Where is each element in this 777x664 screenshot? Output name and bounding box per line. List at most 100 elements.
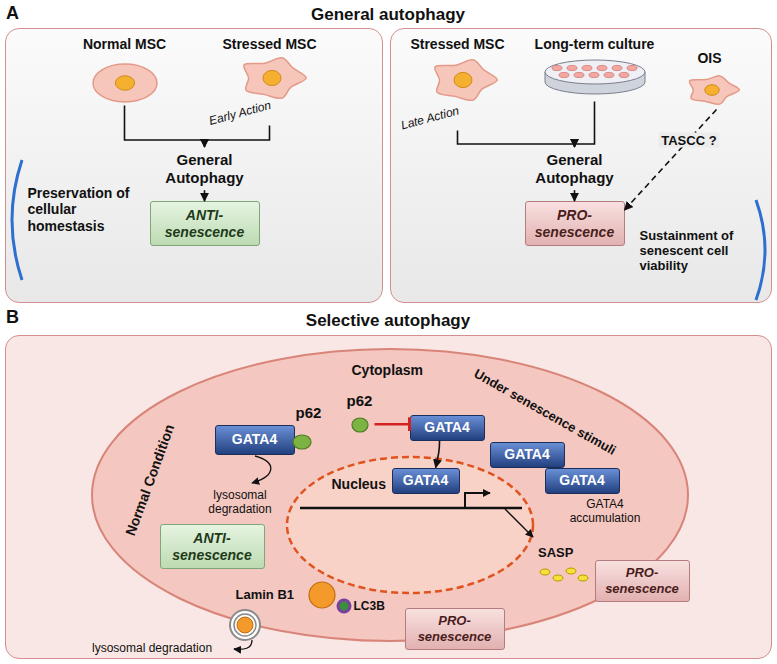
outcome-box: ANTI- senescence xyxy=(150,201,260,246)
node-text: Sustainment of senescent cell viability xyxy=(640,228,754,274)
cultured-cell xyxy=(567,65,577,70)
gata4-box: GATA4 xyxy=(490,442,565,468)
connector xyxy=(575,102,595,147)
cultured-cell xyxy=(582,65,592,70)
connector xyxy=(204,190,206,201)
cell-body xyxy=(93,64,157,102)
sasp-dot xyxy=(578,575,588,581)
gata4-box: GATA4 xyxy=(545,468,620,494)
degradation-arrow xyxy=(252,456,271,483)
outcome-box: ANTI- senescence xyxy=(160,524,265,569)
gata4-box: GATA4 xyxy=(392,468,460,494)
node-text: Early Action xyxy=(207,97,272,127)
bracket-arc xyxy=(756,200,765,300)
node-text: GATA4 xyxy=(424,419,469,436)
cultured-cell xyxy=(604,72,614,77)
cell-body xyxy=(434,59,497,100)
node-text: Stressed MSC xyxy=(205,36,335,53)
node-text: LC3B xyxy=(354,599,385,613)
node-text: Lamin B1 xyxy=(236,587,295,602)
connector xyxy=(458,131,575,147)
outline xyxy=(287,457,533,593)
connector xyxy=(205,126,270,147)
node-text: GATA4 xyxy=(504,446,549,463)
secretion-label: SASP xyxy=(538,545,573,560)
cultured-cell xyxy=(627,65,637,70)
process-note: lysosomal degradation xyxy=(92,641,212,655)
connector xyxy=(436,441,440,468)
nucleus: NucleusGATA4 xyxy=(285,455,535,595)
cell-figure: Normal MSC xyxy=(70,36,180,106)
cell-figure: Stressed MSC Early Action xyxy=(205,36,335,126)
process-label: General Autophagy xyxy=(140,147,270,190)
outcome-box: PRO- senescence xyxy=(595,560,690,602)
node-text: p62 xyxy=(292,404,326,422)
node-text: PRO- senescence xyxy=(600,565,685,596)
p62-marker: p62 xyxy=(345,392,375,432)
cultured-cell xyxy=(552,65,562,70)
cultured-cell xyxy=(589,72,599,77)
sasp-dot xyxy=(553,575,563,581)
node-text: Late Action xyxy=(399,103,460,132)
cell-body xyxy=(243,57,306,98)
cell-outline: CytoplasmNormal ConditionUnder senescenc… xyxy=(90,347,690,643)
cultured-cell xyxy=(559,72,569,77)
gata4-box: GATA4 xyxy=(215,425,295,455)
panel: Selective autophagyCytoplasmNormal Condi… xyxy=(5,335,772,659)
autophagosome-cargo xyxy=(237,617,253,633)
cultured-cell xyxy=(574,72,584,77)
cell-body xyxy=(689,75,739,103)
bracket-arc xyxy=(12,160,22,280)
cultured-cell xyxy=(597,65,607,70)
panel: Preservation of cellular homestasis Norma… xyxy=(5,28,383,303)
secretion-arrow xyxy=(505,509,533,537)
process-note: GATA4 accumulation xyxy=(555,497,655,525)
cell-figure: OIS xyxy=(675,50,745,110)
node-text: ANTI- senescence xyxy=(166,530,259,563)
node-text: Preservation of cellular homestasis xyxy=(28,185,132,235)
outcome-box: PRO- senescence xyxy=(525,201,625,246)
process-note: lysosomal degradation xyxy=(190,488,290,516)
node-text: GATA4 xyxy=(232,431,277,448)
node-text: Selective autophagy xyxy=(5,311,772,331)
node-text: PRO- senescence xyxy=(410,613,500,644)
panel: Sustainment of senescent cell viability S… xyxy=(390,28,772,303)
node-text: Long-term culture xyxy=(530,36,660,53)
culture-dish: Long-term culture xyxy=(530,36,660,102)
node-text: PRO- senescence xyxy=(531,207,619,240)
autophagosome xyxy=(234,614,256,636)
panel-heading: General autophagy xyxy=(288,5,488,25)
p62-dot xyxy=(293,435,311,449)
sasp-dot xyxy=(540,569,550,575)
cell-nucleus xyxy=(454,72,472,87)
cell-figure: Stressed MSC Late Action xyxy=(398,36,518,131)
node-text: Cytoplasm xyxy=(352,362,424,379)
dish-top xyxy=(545,60,645,84)
cultured-cell xyxy=(612,65,622,70)
degradation-arrow xyxy=(234,640,252,649)
connector xyxy=(375,423,410,426)
sasp-dot xyxy=(566,568,576,574)
node-text: General Autophagy xyxy=(144,151,266,186)
lamin-dot xyxy=(309,582,335,608)
cell-nucleus xyxy=(704,84,718,95)
node-text: GATA4 xyxy=(559,472,604,489)
connector xyxy=(125,106,205,147)
cell-nucleus xyxy=(263,70,281,85)
p62-marker: p62 xyxy=(292,404,326,450)
node-text: Stressed MSC xyxy=(398,36,518,53)
outcome-box: PRO- senescence xyxy=(405,608,505,650)
node-text: p62 xyxy=(345,392,375,410)
panel-letter: A xyxy=(6,3,19,24)
lamin-b1: Lamin B1 xyxy=(236,580,338,610)
node-text: ANTI- senescence xyxy=(156,207,254,240)
node-text: GATA4 xyxy=(403,472,448,489)
panel-letter: B xyxy=(6,307,19,328)
cell-nucleus xyxy=(115,75,134,89)
node-text: General Autophagy xyxy=(514,151,636,186)
dna-line xyxy=(300,507,522,510)
cultured-cell xyxy=(619,72,629,77)
